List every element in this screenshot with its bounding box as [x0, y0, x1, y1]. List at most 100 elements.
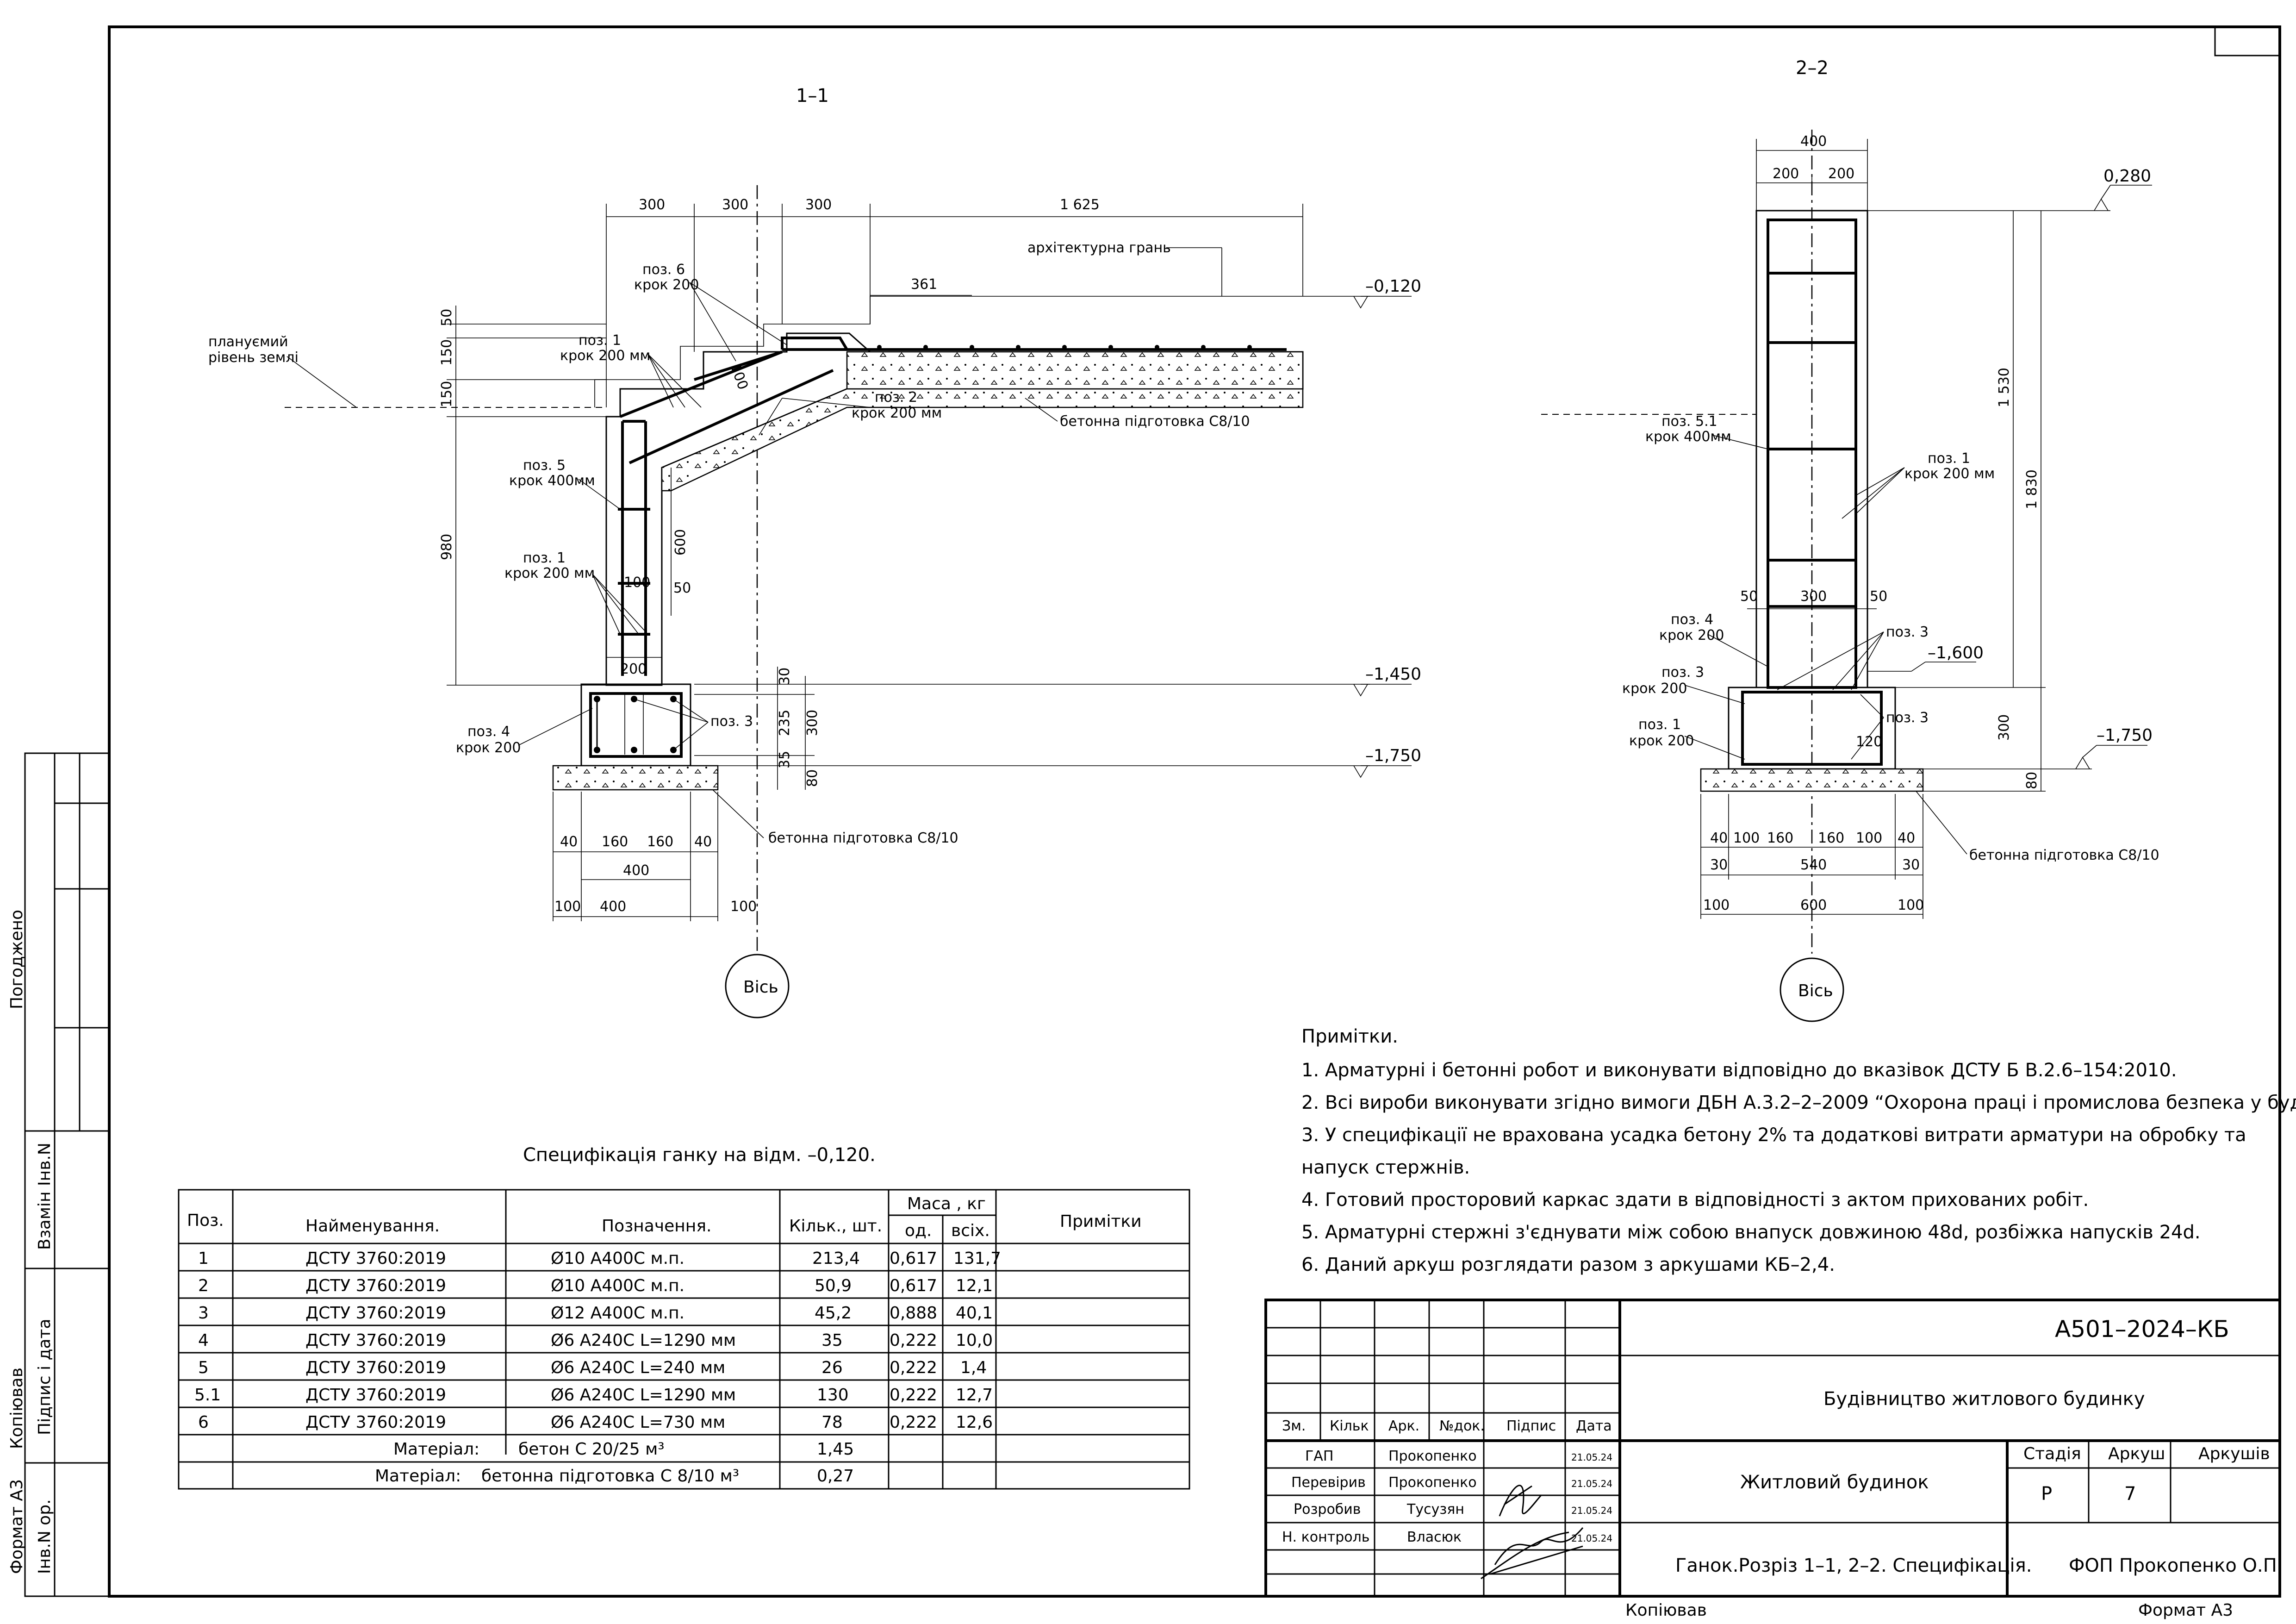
pos3b-2-l2: крок 200	[1622, 681, 1687, 697]
spec-r7-name: ДСТУ 3760:2019	[305, 1413, 446, 1432]
signature-mark	[1481, 1485, 1584, 1580]
axis-label-1: Вісь	[743, 978, 778, 997]
stamp-code: А501–2024–КБ	[2055, 1316, 2229, 1343]
level2-top: 0,280	[2103, 167, 2151, 186]
dim-top-4: 1 625	[1060, 197, 1100, 213]
side-sign-date: Підпис і дата	[35, 1318, 54, 1435]
spec-h-name: Найменування.	[305, 1217, 440, 1236]
dim-bottom-40a: 40	[560, 834, 578, 850]
dim-left-150b: 150	[439, 381, 455, 407]
spec-r1-name: ДСТУ 3760:2019	[305, 1249, 446, 1268]
spec-r3-des: Ø12 А400С м.п.	[551, 1304, 684, 1323]
pos4-l2: крок 200	[456, 740, 521, 756]
dim2-b1-160a: 160	[1767, 830, 1793, 846]
spec-r2-unit: 0,617	[890, 1276, 937, 1295]
spec-r7-des: Ø6 А240С L=730 мм	[551, 1413, 725, 1432]
section-1-1-title: 1–1	[796, 85, 829, 106]
dim2-b2-30a: 30	[1710, 857, 1728, 873]
pos1a2-l1: поз. 1	[1928, 450, 1970, 467]
dim2-b3-100b: 100	[1898, 897, 1924, 913]
section-1-1: 1–1 Вісь 300 300 300 1 625 361 архітекту…	[208, 85, 1421, 1018]
spec-h-des: Позначення.	[602, 1217, 711, 1236]
stamp-col-date: Дата	[1576, 1418, 1612, 1434]
pos1b-2-l2: крок 200	[1629, 733, 1694, 749]
note-3: 3. У специфікації не врахована усадка бе…	[1301, 1124, 2246, 1146]
pos3b-2-l1: поз. 3	[1661, 664, 1704, 681]
stamp-role-2: Перевірив	[1291, 1474, 1366, 1491]
spec-h-pos: Поз.	[187, 1211, 224, 1230]
level2-bottom: –1,750	[2097, 726, 2153, 745]
dim2-top-200a: 200	[1773, 166, 1799, 182]
spec-r6-unit: 0,222	[890, 1386, 937, 1405]
dim2-top-200b: 200	[1828, 166, 1854, 182]
dim-right-35: 35	[777, 751, 793, 768]
dim-top-3: 300	[805, 197, 832, 213]
spec-r2-name: ДСТУ 3760:2019	[305, 1276, 446, 1295]
section-2-2-title: 2–2	[1796, 57, 1829, 79]
concrete-prep-2-2: бетонна підготовка С8/10	[1969, 847, 2159, 863]
pos4-2-l2: крок 200	[1659, 627, 1724, 643]
stamp-col-ark: Арк.	[1388, 1418, 1419, 1434]
spec-r2-pos: 2	[198, 1276, 209, 1295]
dim-right-235: 235	[777, 710, 793, 736]
dim-left-980: 980	[439, 534, 455, 560]
stamp-org: ФОП Прокопенко О.П.	[2069, 1555, 2283, 1576]
spec-r5-pos: 5	[198, 1358, 209, 1377]
dim2-300: 300	[1996, 714, 2012, 741]
stamp-date-1: 21.05.24	[1571, 1452, 1612, 1463]
dim2-b1-40b: 40	[1898, 830, 1915, 846]
side-format: Формат А3	[7, 1479, 26, 1574]
axis-label-2: Вісь	[1798, 981, 1833, 1000]
spec-r6-total: 12,7	[956, 1386, 993, 1405]
spec-r1-unit: 0,617	[890, 1249, 937, 1268]
dim-inner-50: 50	[673, 580, 691, 596]
ground-label-1: планує­мий	[208, 334, 288, 350]
side-inv-replace: Взамін Інв.N	[35, 1143, 54, 1250]
stamp-sheets-h: Аркушів	[2198, 1444, 2270, 1463]
spec-r3-unit: 0,888	[890, 1304, 937, 1323]
dim-bottom-40b: 40	[694, 834, 712, 850]
pos4-l1: поз. 4	[467, 724, 510, 740]
spec-r4-name: ДСТУ 3760:2019	[305, 1331, 446, 1350]
stamp-name-1: Прокопенко	[1388, 1448, 1477, 1464]
stamp-format: Формат А3	[2138, 1601, 2233, 1620]
dim2-b1-160b: 160	[1818, 830, 1844, 846]
dim2-80: 80	[2024, 772, 2040, 789]
axis-bubble-2	[1780, 957, 1844, 1022]
pos51-l1: поз. 5.1	[1661, 413, 1717, 430]
spec-r4-total: 10,0	[956, 1331, 993, 1350]
material2-label: Матеріал:	[375, 1467, 461, 1486]
stamp-stage: Р	[2041, 1483, 2052, 1505]
side-inv-orig: Інв.N ор.	[35, 1499, 54, 1574]
concrete-prep-2: бетонна підготовка С8/10	[768, 830, 958, 846]
found-bedding-1	[552, 765, 719, 791]
material1-qty: 1,45	[817, 1440, 854, 1459]
stamp-object: Житловий будинок	[1740, 1472, 1929, 1493]
note-2: 2. Всі вироби виконувати згідно вимоги Д…	[1301, 1092, 2296, 1113]
pos1b-l1: поз. 1	[523, 550, 566, 566]
note-6: 6. Даний аркуш розглядати разом з аркуша…	[1301, 1254, 1835, 1275]
stamp-date-2: 21.05.24	[1571, 1478, 1612, 1489]
stamp-project: Будівництво житлового будинку	[1823, 1388, 2145, 1410]
dim-bottom-160a: 160	[602, 834, 628, 850]
level2-mid: –1,600	[1928, 643, 1984, 662]
pos1a-l2: крок 200 мм	[560, 348, 650, 364]
stamp-name-2: Прокопенко	[1388, 1474, 1477, 1491]
spec-r4-des: Ø6 А240С L=1290 мм	[551, 1331, 736, 1350]
spec-r1-total: 131,7	[953, 1249, 1001, 1268]
dim-left-150a: 150	[439, 339, 455, 366]
spec-r3-pos: 3	[198, 1304, 209, 1323]
spec-r1-des: Ø10 А400С м.п.	[551, 1249, 684, 1268]
notes-title: Примітки.	[1301, 1026, 1398, 1047]
dim-bottom-160b: 160	[647, 834, 673, 850]
slab-bar-dots	[877, 345, 1252, 350]
stamp-role-1: ГАП	[1305, 1448, 1333, 1464]
axis-bubble-1	[725, 954, 790, 1018]
spec-r4-pos: 4	[198, 1331, 209, 1350]
spec-r5-des: Ø6 А240С L=240 мм	[551, 1358, 725, 1377]
spec-h-notes: Примітки	[1060, 1212, 1142, 1231]
pos5-l1: поз. 5	[523, 457, 566, 474]
spec-r6-name: ДСТУ 3760:2019	[305, 1386, 446, 1405]
note-1: 1. Арматурні і бетонні робот и виконуват…	[1301, 1060, 2177, 1081]
dim-right-300: 300	[804, 710, 821, 736]
